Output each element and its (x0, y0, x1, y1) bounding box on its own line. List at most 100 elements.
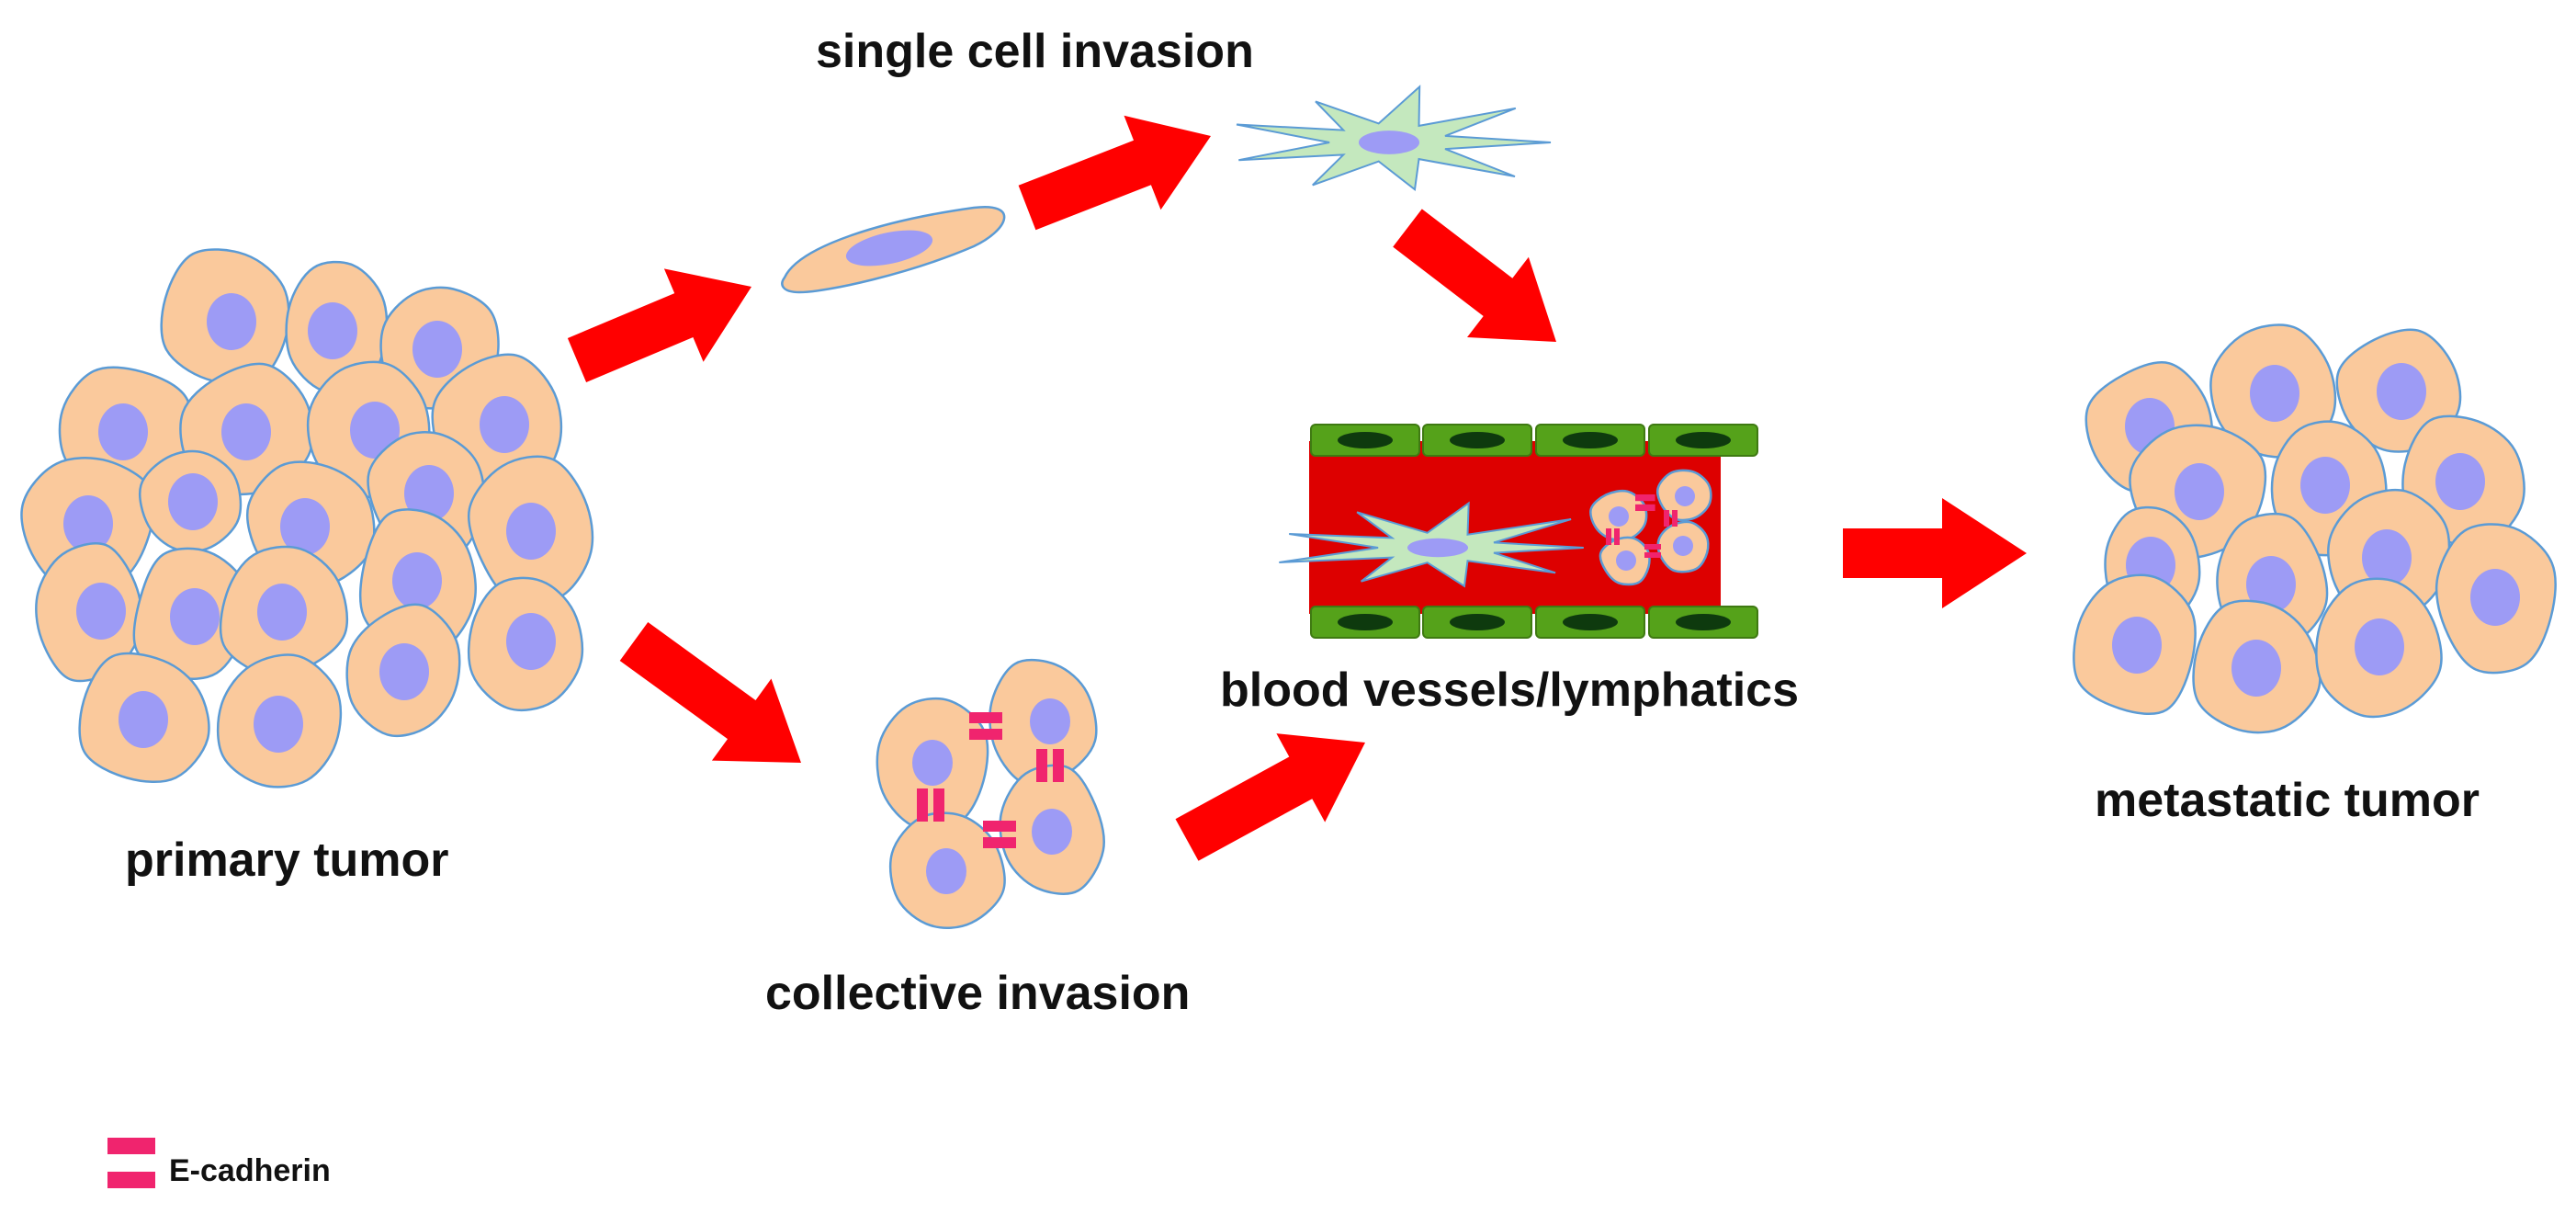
cell-nucleus (1407, 538, 1469, 558)
tumor-cell (160, 248, 290, 386)
arrow (1175, 733, 1365, 861)
tumor-cell (2315, 577, 2443, 719)
cell-nucleus (926, 848, 966, 894)
ecadherin-bar (1614, 528, 1620, 545)
cell-nucleus (2362, 529, 2412, 586)
tumor-cell (1656, 520, 1710, 573)
ecadherin-bar (107, 1172, 155, 1188)
tumor-cell (1655, 469, 1712, 522)
cell-nucleus (2470, 569, 2520, 626)
cell-nucleus (412, 321, 462, 378)
endothelial-nucleus (1676, 432, 1731, 448)
cell-nucleus (2250, 365, 2299, 422)
arrows (567, 115, 2027, 861)
endothelial-nucleus (1450, 614, 1505, 630)
arrow (567, 268, 751, 382)
metastatic-tumor-label: metastatic tumor (2095, 774, 2480, 827)
cell-nucleus (308, 302, 357, 359)
blood-vessel (1279, 424, 1758, 639)
endothelial-cell (1535, 424, 1645, 457)
elongated-migrating-cell (781, 205, 1006, 294)
blood-vessels-label: blood vessels/lymphatics (1220, 664, 1800, 717)
ecadherin-icon (1635, 494, 1655, 511)
ecadherin-bar (969, 729, 1002, 740)
primary-tumor-cluster (20, 248, 594, 788)
tumor-cell (2209, 323, 2337, 459)
cell-nucleus (207, 293, 256, 350)
tumor-cell (345, 603, 461, 738)
tumor-cell (138, 449, 243, 553)
ecadherin-icon (1644, 544, 1661, 558)
cell-nucleus (1616, 550, 1636, 571)
ecadherin-bar (983, 837, 1016, 848)
cell-nucleus (119, 691, 168, 748)
cell-nucleus (280, 498, 330, 555)
cell-nucleus (76, 583, 126, 640)
cell-nucleus (1675, 486, 1695, 506)
ecadherin-bar (933, 788, 944, 822)
endothelial-cell (1310, 606, 1420, 639)
cell-nucleus (404, 465, 454, 522)
cell-nucleus (2377, 363, 2426, 420)
ecadherin-bar (983, 821, 1016, 832)
endothelial-cell (1422, 424, 1532, 457)
ecadherin-bar (917, 788, 928, 822)
ecadherin-bar (1635, 494, 1655, 502)
ecadherin-bar (1644, 552, 1661, 558)
collective-invasion-cluster (876, 658, 1105, 929)
tumor-cell (999, 764, 1105, 895)
ecadherin-bar (1664, 510, 1669, 527)
cell-nucleus (2435, 453, 2485, 510)
tumor-cell (467, 576, 584, 711)
mesenchymal-cell-icon (1236, 85, 1552, 192)
cell-nucleus (845, 230, 933, 267)
endothelial-nucleus (1338, 432, 1393, 448)
cell-nucleus (1032, 809, 1072, 855)
cell-nucleus (1030, 698, 1070, 744)
endothelial-cell (1648, 606, 1758, 639)
cell-nucleus (912, 740, 953, 786)
arrow (1843, 498, 2027, 608)
cell-nucleus (480, 396, 529, 453)
ecadherin-bar (1644, 544, 1661, 550)
ecadherin-icon (1664, 510, 1678, 527)
cell-nucleus (168, 473, 218, 530)
ecadherin-icon (1036, 749, 1064, 782)
cell-nucleus (98, 403, 148, 460)
ecadherin-bar (1036, 749, 1047, 782)
ecadherin-bar (107, 1138, 155, 1154)
cell-nucleus (221, 403, 271, 460)
cell-nucleus (379, 643, 429, 700)
cell-nucleus (170, 588, 220, 645)
ecadherin-bar (1606, 528, 1611, 545)
ecadherin-bar (1053, 749, 1064, 782)
cell-nucleus (2246, 556, 2296, 613)
tumor-cell (219, 545, 349, 677)
cell-nucleus (2231, 640, 2281, 697)
metastatic-tumor-cluster (2073, 323, 2557, 734)
endothelial-nucleus (1563, 432, 1618, 448)
ecadherin-icon (917, 788, 944, 822)
tumor-cell (2129, 424, 2267, 559)
cell-nucleus (257, 584, 307, 641)
ecadherin-bar (969, 712, 1002, 723)
collective-invasion-label: collective invasion (765, 967, 1191, 1020)
ecadherin-icon (969, 712, 1002, 740)
mesenchymal-cell (1236, 85, 1552, 192)
single-cell-invasion-label: single cell invasion (816, 25, 1254, 78)
tumor-cell (132, 547, 249, 680)
cell-nucleus (1673, 536, 1693, 556)
cell-nucleus (2355, 618, 2404, 675)
tumor-cell (2435, 523, 2557, 675)
cell-nucleus (254, 696, 303, 753)
cell-nucleus (1609, 506, 1629, 527)
primary-tumor-label: primary tumor (125, 834, 449, 887)
tumor-cell (216, 653, 343, 788)
tumor-cell (2192, 599, 2322, 734)
mesenchymal-cell (1279, 501, 1584, 588)
ecadherin-icon (1606, 528, 1620, 545)
arrow (1018, 115, 1211, 231)
cell-nucleus (2112, 617, 2162, 674)
cell-nucleus (2175, 463, 2224, 520)
